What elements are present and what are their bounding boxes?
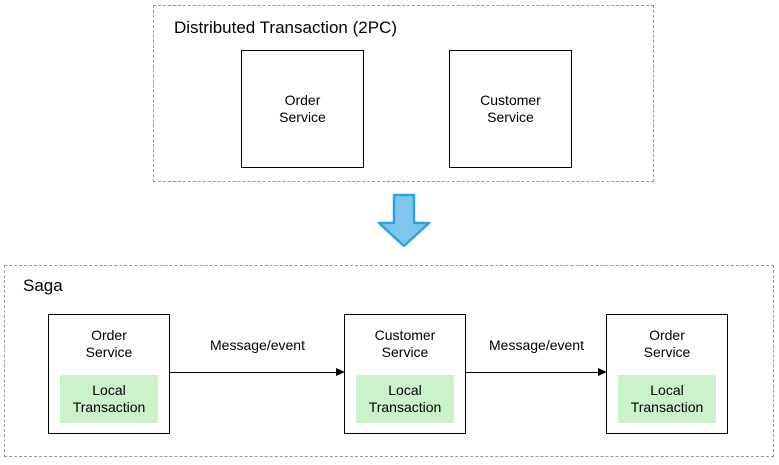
arrow-head-icon xyxy=(598,368,607,376)
arrow-head-icon xyxy=(336,368,345,376)
message-event-label-1: Message/event xyxy=(210,337,305,353)
local-transaction-badge: Local Transaction xyxy=(618,375,716,423)
service-label-order-service: Order Service xyxy=(643,327,691,360)
service-box-order-service-2pc[interactable]: Order Service xyxy=(241,50,364,168)
arrow-shaft xyxy=(466,372,598,373)
service-label-order-service: Order Service xyxy=(279,92,326,125)
service-label-order-service: Order Service xyxy=(85,327,133,360)
service-box-customer-service-2pc[interactable]: Customer Service xyxy=(449,50,572,168)
local-transaction-badge: Local Transaction xyxy=(60,375,158,423)
group-title-saga: Saga xyxy=(23,276,63,295)
message-event-label-2: Message/event xyxy=(489,337,584,353)
group-distributed-transaction-2pc: Distributed Transaction (2PC) xyxy=(153,5,654,182)
service-box-order-service-saga-1[interactable]: Order Service Local Transaction xyxy=(48,314,170,434)
message-arrow-2 xyxy=(466,368,607,376)
service-label-customer-service: Customer Service xyxy=(480,92,541,125)
group-title-distributed-transaction: Distributed Transaction (2PC) xyxy=(174,18,397,37)
message-arrow-1 xyxy=(170,368,345,376)
down-arrow-icon xyxy=(377,193,431,248)
service-box-customer-service-saga[interactable]: Customer Service Local Transaction xyxy=(344,314,466,434)
local-transaction-badge: Local Transaction xyxy=(356,375,454,423)
arrow-shaft xyxy=(170,372,336,373)
service-box-order-service-saga-2[interactable]: Order Service Local Transaction xyxy=(606,314,728,434)
service-label-customer-service: Customer Service xyxy=(374,327,436,360)
